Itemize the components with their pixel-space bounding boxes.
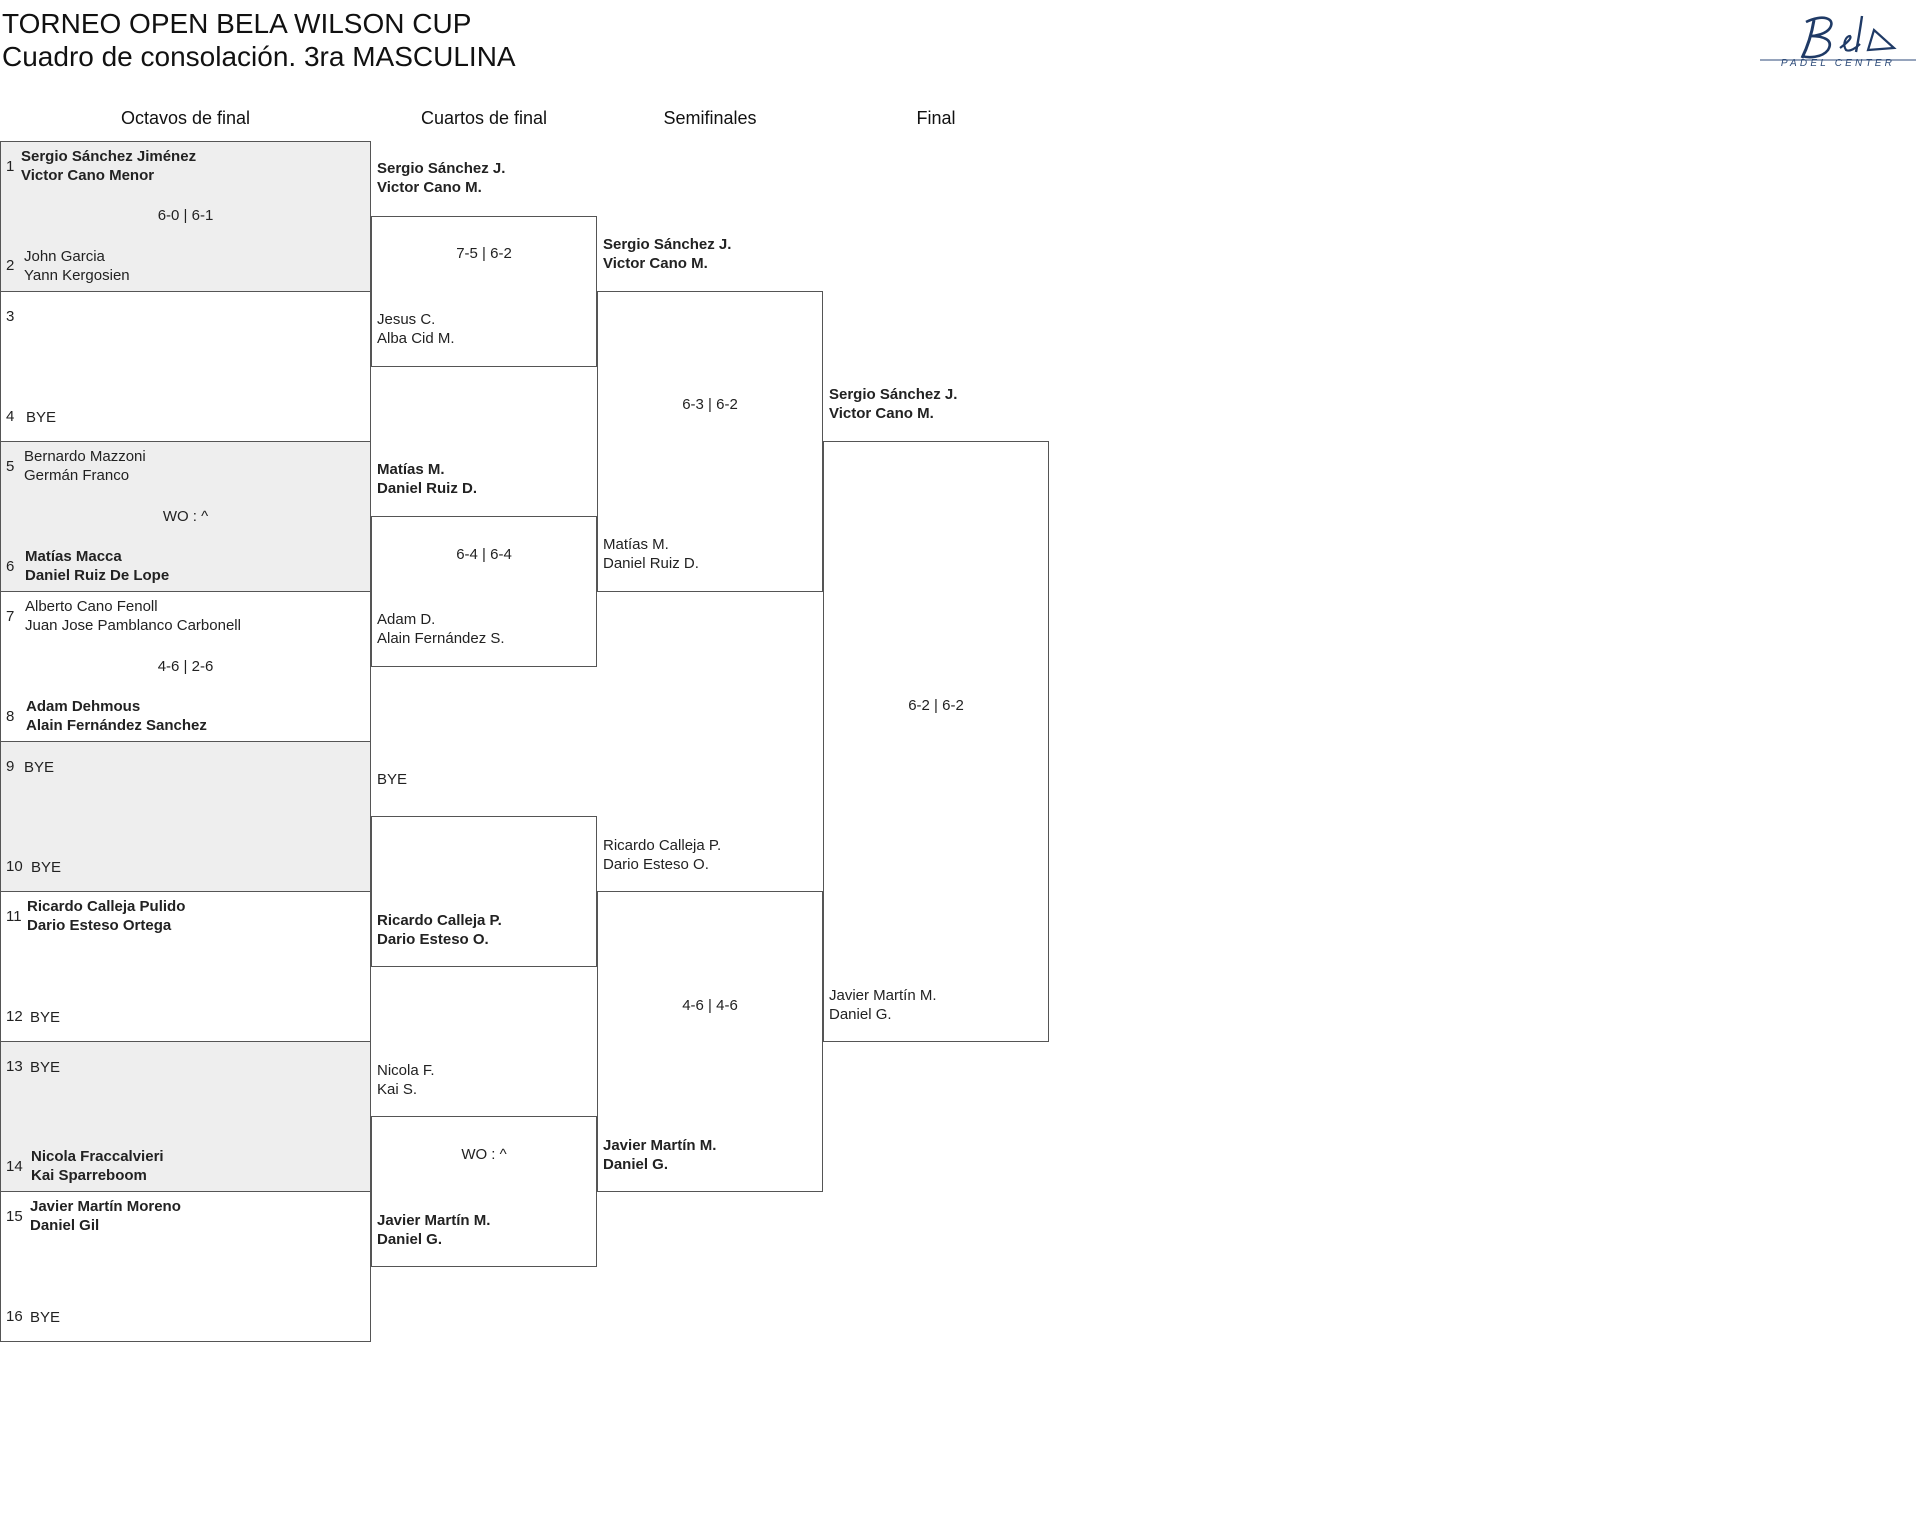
player-name: BYE: [31, 859, 62, 876]
player-name: Victor Cano M.: [829, 405, 934, 422]
player-name: Victor Cano M.: [603, 255, 708, 272]
round-header-sf: Semifinales: [663, 108, 757, 128]
player-name: BYE: [26, 409, 57, 426]
player-name: Ricardo Calleja Pulido: [27, 898, 186, 915]
seed-number: 2: [6, 257, 15, 274]
r16-match-7: [0, 1041, 371, 1192]
player-name: John Garcia: [24, 248, 105, 265]
player-name: Bernardo Mazzoni: [24, 448, 146, 465]
player-name: Matías Macca: [25, 548, 122, 565]
player-name: Javier Martín M.: [377, 1212, 491, 1229]
logo-tagline: PADEL CENTER: [1780, 58, 1896, 69]
player-name: BYE: [24, 759, 55, 776]
player-name: Dario Esteso O.: [603, 856, 709, 873]
player-name: Sergio Sánchez J.: [603, 236, 732, 253]
seed-number: 10: [6, 858, 23, 875]
player-name: Alain Fernández S.: [377, 630, 505, 647]
player-name: Matías M.: [603, 536, 669, 553]
round-header-r16: Octavos de final: [120, 108, 251, 128]
player-name: Javier Martín Moreno: [30, 1198, 181, 1215]
seed-number: 16: [6, 1308, 23, 1325]
player-name: Victor Cano M.: [377, 179, 482, 196]
sf-match-1: [597, 291, 823, 592]
bela-logo: [1760, 15, 1916, 61]
match-score: 6-3 | 6-2: [682, 396, 738, 413]
player-name: Dario Esteso O.: [377, 931, 489, 948]
qf-match-2: [371, 516, 597, 667]
seed-number: 12: [6, 1008, 23, 1025]
seed-number: 9: [6, 758, 15, 775]
seed-number: 8: [6, 708, 15, 725]
player-name: Daniel G.: [603, 1156, 669, 1173]
draw-subtitle: Cuadro de consolación. 3ra MASCULINA: [2, 41, 516, 72]
round-header-final: Final: [916, 108, 956, 128]
seed-number: 7: [6, 608, 15, 625]
seed-number: 4: [6, 408, 15, 425]
match-score: 6-4 | 6-4: [456, 546, 512, 563]
player-name: Germán Franco: [24, 467, 130, 484]
player-name: BYE: [30, 1309, 61, 1326]
player-name: Matías M.: [377, 461, 445, 478]
player-name: Nicola Fraccalvieri: [31, 1148, 164, 1165]
player-name: Javier Martín M.: [829, 987, 937, 1004]
seed-number: 15: [6, 1208, 23, 1225]
seed-number: 6: [6, 558, 15, 575]
player-name: Daniel Ruiz De Lope: [25, 567, 170, 584]
match-score: 6-2 | 6-2: [908, 697, 964, 714]
qf-match-3: [371, 816, 597, 967]
tournament-title: TORNEO OPEN BELA WILSON CUP: [2, 8, 472, 39]
player-name: Adam D.: [377, 611, 436, 628]
player-name: BYE: [30, 1009, 61, 1026]
r16-match-3: [0, 441, 371, 592]
player-name: Daniel Gil: [30, 1217, 100, 1234]
player-name: Kai Sparreboom: [31, 1167, 147, 1184]
match-score: WO : ^: [461, 1146, 507, 1163]
player-name: BYE: [30, 1059, 61, 1076]
seed-number: 1: [6, 158, 15, 175]
seed-number: 3: [6, 308, 15, 325]
seed-number: 11: [6, 908, 22, 925]
match-score: 4-6 | 2-6: [157, 658, 214, 675]
player-name: Alain Fernández Sanchez: [26, 717, 207, 734]
r16-match-5: [0, 741, 371, 892]
seed-number: 5: [6, 458, 15, 475]
round-header-qf: Cuartos de final: [420, 108, 548, 128]
qf-match-4: [371, 1116, 597, 1267]
player-name: Sergio Sánchez Jiménez: [21, 148, 197, 165]
player-name: Yann Kergosien: [24, 267, 130, 284]
match-score: 6-0 | 6-1: [157, 207, 214, 224]
player-name: BYE: [377, 771, 408, 788]
player-name: Daniel G.: [829, 1006, 892, 1023]
player-name: Juan Jose Pamblanco Carbonell: [25, 617, 241, 634]
player-name: Dario Esteso Ortega: [27, 917, 172, 934]
player-name: Nicola F.: [377, 1062, 435, 1079]
match-score: WO : ^: [162, 508, 209, 525]
qf-match-1: [371, 216, 597, 367]
player-name: Sergio Sánchez J.: [377, 160, 506, 177]
player-name: Alba Cid M.: [377, 330, 455, 347]
seed-number: 14: [6, 1158, 23, 1175]
player-name: Daniel Ruiz D.: [603, 555, 699, 572]
match-score: 4-6 | 4-6: [682, 997, 738, 1014]
seed-number: 13: [6, 1058, 23, 1075]
match-score: 7-5 | 6-2: [456, 245, 512, 262]
player-name: Daniel Ruiz D.: [377, 480, 478, 497]
player-name: Jesus C.: [377, 311, 436, 328]
player-name: Sergio Sánchez J.: [829, 386, 958, 403]
player-name: Javier Martín M.: [603, 1137, 717, 1154]
player-name: Victor Cano Menor: [21, 167, 155, 184]
sf-match-2: [597, 891, 823, 1192]
final-match: [823, 441, 1049, 1042]
player-name: Ricardo Calleja P.: [603, 837, 722, 854]
player-name: Ricardo Calleja P.: [377, 912, 502, 929]
player-name: Alberto Cano Fenoll: [25, 598, 158, 615]
r16-match-1: [0, 141, 371, 292]
player-name: Kai S.: [377, 1081, 418, 1098]
player-name: Daniel G.: [377, 1231, 443, 1248]
r16-match-8: [0, 1191, 371, 1342]
player-name: Adam Dehmous: [26, 698, 141, 715]
